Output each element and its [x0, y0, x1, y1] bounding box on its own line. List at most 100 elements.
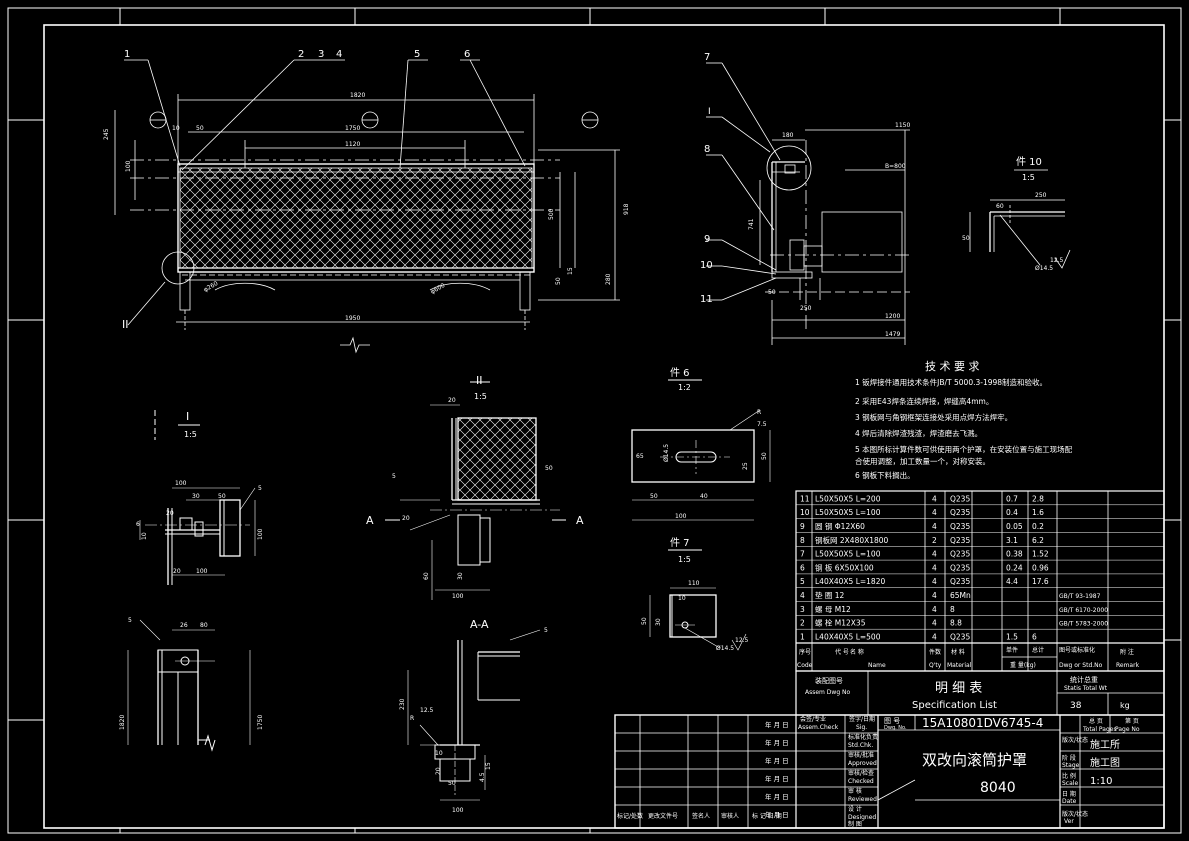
bom-table: [795, 490, 1165, 716]
detail-2-scale: 1:5: [474, 392, 487, 401]
dim-245: 245: [103, 128, 110, 140]
rev-col-1: 标记/处数: [617, 812, 643, 820]
balloon-10: 10: [700, 260, 713, 271]
bom-cell-name: L40X40X5 L=1820: [815, 577, 885, 586]
rev-col-3: 签名人: [692, 812, 710, 820]
detail-2-dim-20: 20: [448, 397, 456, 404]
date-mark-6: 年 月 日: [765, 810, 789, 819]
balloon-4: 4: [336, 49, 342, 60]
role-1-en: Std.Chk.: [848, 742, 873, 749]
detail-2-title: II: [476, 374, 483, 387]
part-10-hole: Ø14.5: [1035, 265, 1053, 272]
section-aa-dim-5: 5: [544, 627, 548, 634]
detail-2-view: [385, 381, 566, 600]
bom-cell-no: 2: [800, 619, 805, 628]
bom-unit: kg: [1120, 701, 1130, 710]
balloon-8: 8: [704, 144, 710, 155]
bom-cell-qty: 4: [932, 522, 937, 531]
bom-cell-total: 0.2: [1032, 522, 1044, 531]
part-7-hole: Ø14.5: [716, 645, 734, 652]
detail-2-dim-20b: 20: [402, 515, 410, 522]
drawing-no-label: 图 号: [884, 717, 900, 725]
bom-cell-no: 9: [800, 522, 805, 531]
tech-item-6: 6 钢板下料搁出。: [855, 470, 915, 480]
part-7-title: 件 7: [670, 537, 690, 549]
lower-left-dim-5: 5: [128, 617, 132, 624]
scale-value: 1:10: [1090, 776, 1112, 787]
bom-h-name-en: Name: [868, 662, 886, 669]
bom-cell-unit: 0.24: [1006, 563, 1023, 572]
part-10-dim-60: 60: [996, 203, 1004, 210]
bom-h-code: 代 号: [835, 648, 849, 656]
part-7-dim-30: 30: [655, 618, 662, 626]
bom-cell-mat: Q235: [950, 536, 970, 545]
bom-h-no: 序号: [799, 648, 811, 656]
side-view: [706, 62, 910, 345]
part-7-rough: 12.5: [735, 637, 749, 644]
lower-left-dim-80: 80: [200, 622, 208, 629]
dim-1120: 1120: [345, 141, 360, 148]
sheet-frame: [7, 7, 1182, 834]
section-aa-dim-10: 10: [435, 750, 443, 757]
bom-h-std-en: Dwg or Std.No: [1059, 662, 1103, 669]
bom-cell-mat: Q235: [950, 550, 970, 559]
detail-1-dim-6: 6: [136, 521, 140, 528]
section-aa-dim-230: 230: [399, 698, 406, 710]
dim-1479: 1479: [885, 331, 900, 338]
bom-cell-total: 0.96: [1032, 563, 1049, 572]
tech-item-2: 2 采用E43焊条连续焊接，焊缝高4mm。: [855, 396, 993, 406]
bom-h-mat: 材 料: [951, 648, 965, 656]
section-aa-dim-100: 100: [452, 807, 464, 814]
lower-left-dim-26: 26: [180, 622, 188, 629]
date-mark-2: 年 月 日: [765, 738, 789, 747]
part-10-dim-250: 250: [1035, 192, 1047, 199]
drawing-number: 15A10801DV6745-4: [922, 716, 1043, 730]
role-2-en: Approved: [848, 760, 877, 767]
part-6-dim-25: 25: [742, 462, 749, 470]
role-3: 审核/检查: [848, 769, 874, 777]
date-label: 日 期: [1062, 790, 1076, 798]
bom-cell-name: 螺 栓 M12X35: [815, 618, 866, 628]
bom-cell-unit: 4.4: [1006, 577, 1018, 586]
lower-left-view: [127, 619, 251, 752]
section-aa-rough: 12.5: [420, 707, 434, 714]
bom-cell-name: 垫 圈 12: [815, 590, 845, 600]
section-aa-title: A-A: [470, 618, 489, 631]
total-pages-label: 总 页: [1089, 717, 1103, 725]
detail-1-dim-20b: 20: [173, 568, 181, 575]
bom-header: 序号 Code 代 号 名 称 Name 件数 Q'ty 材 料 Materia…: [797, 646, 1140, 669]
date-mark-1: 年 月 日: [765, 720, 789, 729]
bom-footer: 装配图号 Assem Dwg No 明 细 表 Specification Li…: [805, 675, 1130, 711]
stage-value: 施工图: [1090, 756, 1120, 769]
part-6-labels: 件 6 1:2 65 Ø14.5 25 50 50 40 100 R 7.5: [636, 367, 768, 520]
bom-assem: 装配图号: [815, 676, 843, 685]
bom-cell-mat: 8.8: [950, 619, 962, 628]
balloon-3: 3: [318, 49, 324, 60]
detail-call-II: II: [122, 318, 129, 331]
rev-col-4: 审核人: [721, 812, 739, 820]
detail-1-scale: 1:5: [184, 430, 197, 439]
section-a-right: A: [576, 514, 584, 527]
balloon-2: 2: [298, 49, 304, 60]
role-3-en: Checked: [848, 778, 874, 785]
bom-cell-total: 6: [1032, 633, 1037, 642]
bom-cell-name: 圆 钢 Φ12X60: [815, 521, 865, 531]
dim-1200: 1200: [885, 313, 900, 320]
role-4-en: Reviewed: [848, 796, 877, 803]
bom-h-mat-en: Material: [947, 662, 972, 669]
part-6-dim-100: 100: [675, 513, 687, 520]
detail-2-dim-30: 30: [457, 572, 464, 580]
bom-cell-no: 7: [800, 550, 805, 559]
bom-cell-unit: 0.38: [1006, 550, 1023, 559]
detail-1-dim-20: 20: [166, 510, 174, 517]
balloon-9: 9: [704, 234, 710, 245]
role-1: 标准化负责: [848, 733, 878, 741]
assem-check-en: Assem.Check: [798, 724, 839, 731]
bom-stat: 统计总重: [1070, 675, 1098, 684]
tech-item-4: 4 焊后清除焊渣残渣，焊渣磨去飞溅。: [855, 428, 982, 438]
company-label: 版次/状态: [1062, 736, 1088, 744]
detail-2-dim-60: 60: [423, 572, 430, 580]
bom-cell-remark: GB/T 6170-2000: [1059, 607, 1108, 614]
bom-cell-name: L50X50X5 L=100: [815, 550, 881, 559]
